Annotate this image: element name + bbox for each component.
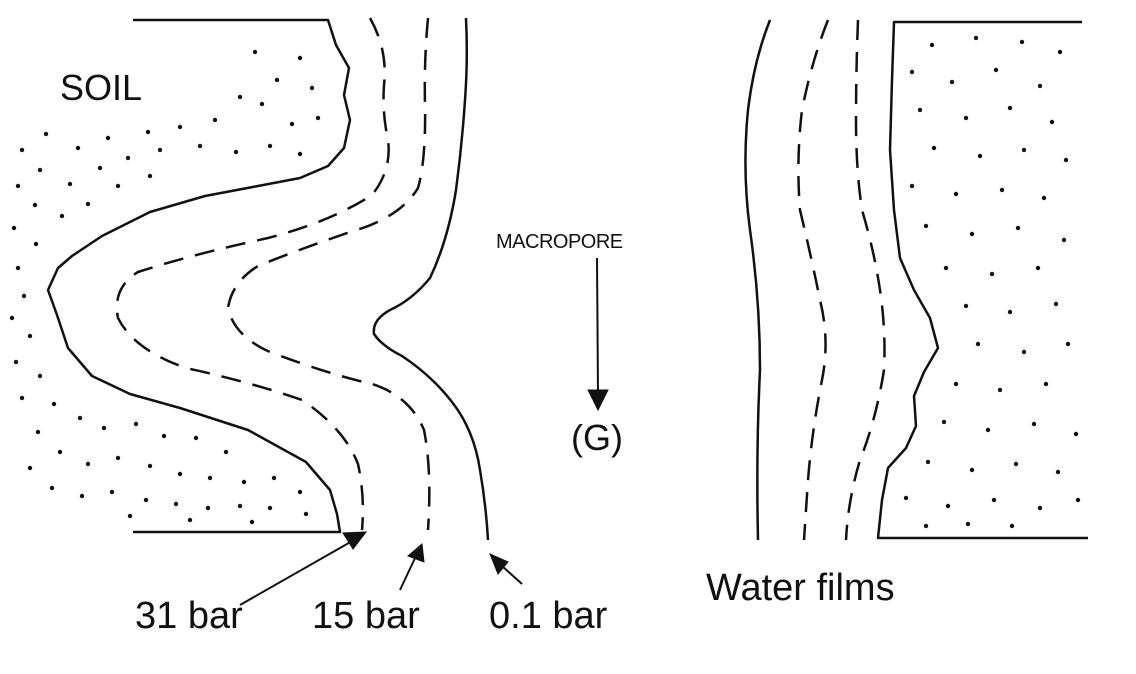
macropore-label: MACROPORE <box>496 231 623 253</box>
arrowhead-31-bar <box>342 531 368 550</box>
leader-31-bar <box>239 539 355 606</box>
pore-id-label: (G) <box>571 417 623 458</box>
water-film-31-bar <box>115 17 390 531</box>
soil-label: SOIL <box>60 67 143 108</box>
water-film-15-bar <box>226 17 431 531</box>
right-soil-dots <box>903 35 1081 529</box>
water-films-label: Water films <box>706 567 895 609</box>
left-soil-boundary <box>46 18 352 534</box>
leader-0-1-bar <box>501 565 523 585</box>
right-soil-boundary <box>876 20 1088 540</box>
water-film-0-1-bar <box>372 17 490 541</box>
potential-31-bar-label: 31 bar <box>135 595 243 637</box>
leader-arrows <box>239 257 609 606</box>
right-water-film-outer <box>744 19 772 541</box>
macropore-arrow <box>596 257 599 397</box>
potential-0-1-bar-label: 0.1 bar <box>489 595 608 637</box>
left-soil-block <box>9 17 490 541</box>
right-water-film-middle <box>797 19 830 541</box>
arrowhead-0-1-bar <box>489 553 509 575</box>
left-soil-dots <box>9 49 321 525</box>
macropore-arrowhead <box>587 389 609 412</box>
right-soil-block <box>744 19 1088 541</box>
leader-15-bar <box>399 555 417 591</box>
potential-15-bar-label: 15 bar <box>312 595 420 637</box>
arrowhead-15-bar <box>407 543 425 563</box>
right-water-film-inner <box>844 19 886 541</box>
